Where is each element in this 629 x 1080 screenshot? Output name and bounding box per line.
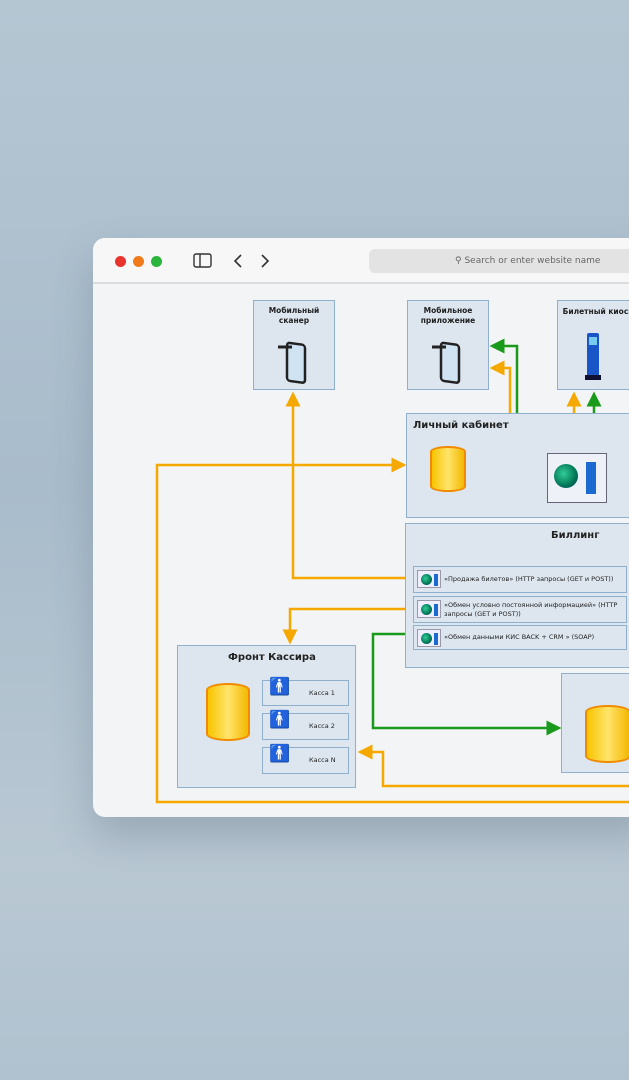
tablet-icon [432, 341, 461, 384]
search-icon: ⚲ [455, 256, 465, 266]
database-icon [585, 705, 629, 763]
billing-row: «Продажа билетов» (HTTP запросы (GET и P… [413, 566, 627, 593]
tablet-icon [278, 341, 307, 384]
database-icon [430, 446, 466, 492]
web-service-icon [417, 629, 441, 647]
kiosk-icon [585, 333, 601, 380]
cashier-icon: 🚹 [269, 744, 291, 764]
cashier-icon: 🚹 [269, 710, 291, 730]
web-service-icon [417, 570, 441, 588]
billing-row: «Обмен условно постоянной информацией» (… [413, 596, 627, 623]
database-icon [206, 683, 250, 741]
personal-account-node: Личный кабинет [406, 413, 629, 518]
register-row: 🚹Касса 2 [262, 710, 349, 740]
register-row: 🚹Касса N [262, 744, 349, 774]
close-button[interactable] [115, 256, 126, 267]
billing-row: «Обмен данными КИС BACK + CRM » (SOAP) [413, 625, 627, 650]
mobile-scanner-node: Мобильный сканер [253, 300, 335, 390]
database-node [561, 673, 629, 773]
browser-toolbar: ⚲ Search or enter website name [93, 238, 629, 284]
web-service-icon [417, 600, 441, 618]
web-server-icon [547, 453, 607, 503]
sidebar-icon[interactable] [193, 253, 213, 269]
forward-icon[interactable] [259, 253, 271, 269]
cashier-icon: 🚹 [269, 677, 291, 697]
address-bar[interactable]: ⚲ Search or enter website name [369, 249, 629, 273]
mobile-app-node: Мобильное приложение [407, 300, 489, 390]
zoom-button[interactable] [151, 256, 162, 267]
ticket-kiosk-node: Билетный киоск [557, 300, 629, 390]
register-row: 🚹Касса 1 [262, 677, 349, 706]
back-icon[interactable] [232, 253, 244, 269]
minimize-button[interactable] [133, 256, 144, 267]
